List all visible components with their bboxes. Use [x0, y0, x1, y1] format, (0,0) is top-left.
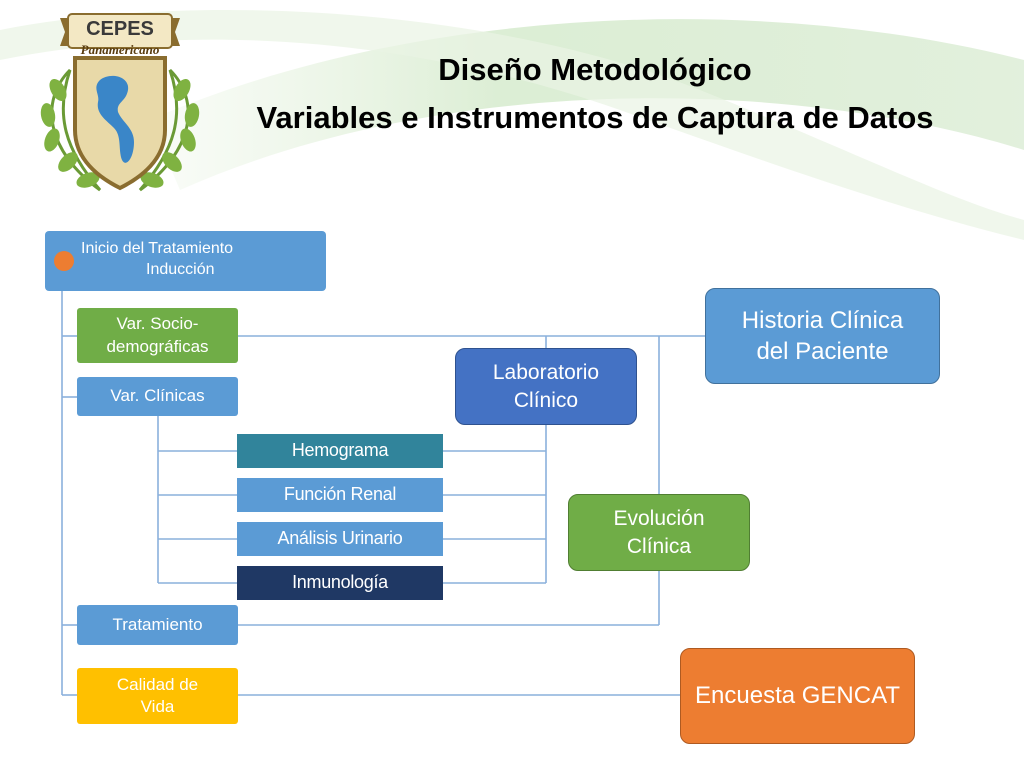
node-label: Historia Clínica del Paciente — [741, 306, 904, 365]
logo-top-text: CEPES — [86, 18, 154, 40]
node-analisis-urinario: Análisis Urinario — [237, 522, 443, 556]
node-label: Función Renal — [283, 484, 397, 505]
node-label: Tratamiento — [112, 614, 203, 634]
node-inmunologia: Inmunología — [237, 566, 443, 600]
page-title: Diseño Metodológico — [438, 52, 752, 87]
node-label: Var. Socio-demográficas — [106, 314, 209, 356]
node-label: Hemograma — [291, 440, 389, 461]
americas-map-icon — [96, 75, 134, 163]
laurel-left-icon — [40, 68, 102, 192]
node-hemograma: Hemograma — [237, 434, 443, 468]
node-laboratorio-clinico: Laboratorio Clínico — [455, 348, 637, 425]
node-label: Inmunología — [292, 572, 388, 593]
node-label: Análisis Urinario — [277, 528, 403, 549]
node-label: Calidad de Vida — [116, 674, 199, 716]
cepes-logo: CEPES Panamericano — [40, 13, 200, 192]
laurel-right-icon — [138, 68, 200, 192]
node-label: Var. Clínicas — [110, 386, 205, 406]
node-var-socio-demograficas: Var. Socio-demográficas — [77, 308, 238, 363]
node-tratamiento: Tratamiento — [77, 605, 238, 645]
node-label: Laboratorio Clínico — [492, 361, 600, 412]
root-label-line1: Inicio del Tratamiento — [81, 240, 234, 257]
node-historia-clinica: Historia Clínica del Paciente — [705, 288, 940, 384]
node-label: Encuesta GENCAT — [695, 682, 900, 710]
node-evolucion-clinica: Evolución Clínica — [568, 494, 750, 571]
logo-bottom-text: Panamericano — [81, 42, 160, 57]
root-node-inicio-tratamiento: Inicio del Tratamiento Inducción — [45, 231, 326, 291]
page-subtitle: Variables e Instrumentos de Captura de D… — [256, 100, 934, 135]
node-encuesta-gencat: Encuesta GENCAT — [680, 648, 915, 744]
root-bullet-icon — [54, 251, 74, 271]
node-calidad-de-vida: Calidad de Vida — [77, 668, 238, 724]
node-funcion-renal: Función Renal — [237, 478, 443, 512]
node-label: Evolución Clínica — [613, 507, 705, 558]
root-label-line2: Inducción — [146, 260, 215, 278]
node-var-clinicas: Var. Clínicas — [77, 377, 238, 416]
